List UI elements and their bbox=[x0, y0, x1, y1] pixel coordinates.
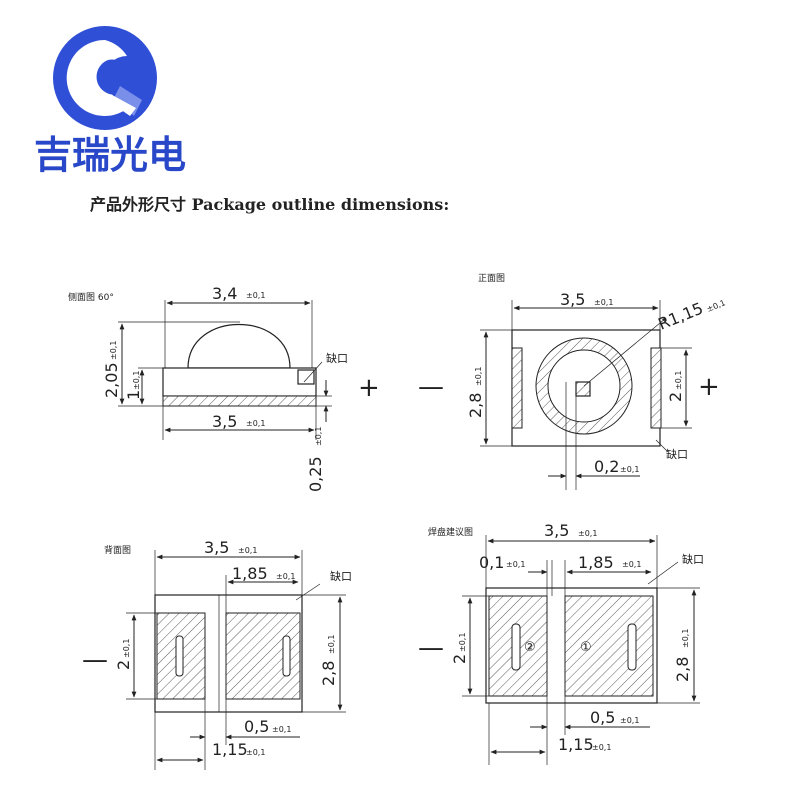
pad-dim-edge-tol: ±0,1 bbox=[506, 560, 525, 569]
back-view: 背面图 — 3,5 ±0,1 1,85 ±0,1 2,8 ±0,1 2 ±0,1 bbox=[82, 538, 352, 770]
front-dim-radius: R1,15 bbox=[655, 299, 705, 334]
pad-slot-left bbox=[511, 623, 521, 671]
side-dim-height: 2,05 bbox=[102, 362, 121, 398]
lens-dome bbox=[187, 324, 291, 369]
side-dim-base: 1 bbox=[124, 390, 143, 400]
back-slot-right bbox=[282, 635, 291, 677]
back-dim-height: 2,8 bbox=[319, 661, 338, 686]
side-view: 侧面图 60° 3,4 ±0,1 3,5 ±0,1 2,05 ±0,1 1 ±0… bbox=[68, 284, 380, 492]
back-dim-gap-tol: ±0,1 bbox=[272, 725, 291, 734]
front-dim-pad: 2 bbox=[666, 392, 685, 402]
front-pad-left bbox=[511, 347, 523, 429]
front-dim-height: 2,8 bbox=[466, 393, 485, 418]
front-chip bbox=[575, 381, 591, 397]
front-minus-sign: — bbox=[418, 372, 444, 402]
pad-dim-gap-tol: ±0,1 bbox=[620, 716, 639, 725]
jirui-logo-icon bbox=[53, 26, 157, 130]
pad-dim-height: 2,8 bbox=[673, 657, 692, 682]
pad-view-label: 焊盘建议图 bbox=[428, 526, 473, 538]
back-dim-gap: 0,5 bbox=[244, 717, 269, 736]
side-plus-sign: + bbox=[358, 373, 380, 403]
pad-dim-pad-h-tol: ±0,1 bbox=[458, 633, 467, 652]
side-dim-bottom: 3,5 bbox=[212, 412, 237, 431]
front-view-label: 正面图 bbox=[478, 273, 505, 284]
front-dim-pad-tol: ±0,1 bbox=[674, 371, 683, 390]
side-notch bbox=[297, 369, 315, 385]
pad-minus-sign: — bbox=[418, 633, 444, 663]
back-dim-pad-w: 1,85 bbox=[232, 564, 268, 583]
front-dim-chip: 0,2 bbox=[594, 457, 619, 476]
pad-dim-edge: 0,1 bbox=[479, 553, 504, 572]
pad-dim-gap: 0,5 bbox=[590, 708, 615, 727]
page-title: 产品外形尺寸 Package outline dimensions: bbox=[90, 195, 449, 214]
side-dim-height-tol: ±0,1 bbox=[109, 341, 118, 360]
pad-notch-label: 缺口 bbox=[682, 552, 704, 566]
pad-view: 焊盘建议图 — ② ① 3,5 ±0,1 0,1 ±0,1 1,85 ±0,1 … bbox=[418, 521, 704, 765]
pad-slot-right bbox=[627, 623, 637, 671]
pad-pad-right bbox=[564, 595, 654, 697]
back-dim-pad-h: 2 bbox=[114, 660, 133, 670]
back-dim-pad-h-tol: ±0,1 bbox=[122, 639, 131, 658]
back-dim-width-tol: ±0,1 bbox=[238, 546, 257, 555]
pad-dim-small-tol: ±0,1 bbox=[592, 743, 611, 752]
pad-dim-width-tol: ±0,1 bbox=[578, 529, 597, 538]
side-dim-top: 3,4 bbox=[212, 284, 237, 303]
front-dim-width-tol: ±0,1 bbox=[594, 298, 613, 307]
side-dim-lead: 0,25 bbox=[306, 456, 325, 492]
front-notch-label: 缺口 bbox=[666, 447, 688, 461]
back-view-label: 背面图 bbox=[104, 544, 131, 556]
front-dim-width: 3,5 bbox=[560, 290, 585, 309]
back-dim-small: 1,15 bbox=[212, 740, 248, 759]
front-dim-height-tol: ±0,1 bbox=[474, 367, 483, 386]
back-slot-left bbox=[175, 635, 184, 677]
brand-name: 吉瑞光电 bbox=[34, 133, 186, 177]
pad-dim-pad-h: 2 bbox=[450, 654, 469, 664]
side-dim-top-tol: ±0,1 bbox=[246, 291, 265, 300]
front-pad-right bbox=[650, 347, 662, 429]
side-notch-label: 缺口 bbox=[326, 351, 348, 365]
back-dim-small-tol: ±0,1 bbox=[246, 748, 265, 757]
side-lead bbox=[162, 395, 317, 407]
pad-dim-pad-w: 1,85 bbox=[578, 553, 614, 572]
pad-dim-width: 3,5 bbox=[544, 521, 569, 540]
back-dim-pad-w-tol: ±0,1 bbox=[276, 572, 295, 581]
front-view: 正面图 — + 3,5 ±0,1 2,8 ±0,1 R1,15 ±0,1 2 ± bbox=[418, 273, 727, 490]
back-dim-width: 3,5 bbox=[204, 538, 229, 557]
back-pad-left bbox=[156, 612, 206, 700]
side-dim-bottom-tol: ±0,1 bbox=[246, 419, 265, 428]
pad-pin1: ① bbox=[580, 640, 592, 655]
pad-dim-small: 1,15 bbox=[558, 735, 594, 754]
side-view-label: 侧面图 60° bbox=[68, 291, 114, 303]
front-dim-chip-tol: ±0,1 bbox=[620, 465, 639, 474]
pad-dim-height-tol: ±0,1 bbox=[681, 629, 690, 648]
side-dim-base-tol: ±0,1 bbox=[132, 371, 141, 390]
back-notch-label: 缺口 bbox=[330, 569, 352, 583]
pad-pin2: ② bbox=[524, 640, 536, 655]
back-dim-height-tol: ±0,1 bbox=[327, 635, 336, 654]
pad-dim-pad-w-tol: ±0,1 bbox=[622, 560, 641, 569]
front-plus-sign: + bbox=[698, 372, 720, 402]
side-body bbox=[162, 367, 317, 397]
back-minus-sign: — bbox=[82, 645, 108, 675]
front-dim-radius-tol: ±0,1 bbox=[705, 298, 726, 314]
side-dim-lead-tol: ±0,1 bbox=[314, 427, 323, 446]
